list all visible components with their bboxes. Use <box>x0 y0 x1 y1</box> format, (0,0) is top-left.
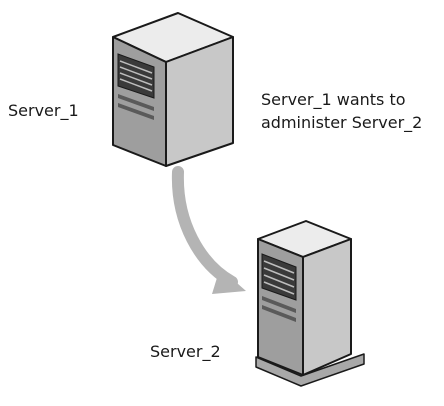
relationship-note-line-1: Server_1 wants to <box>261 90 406 109</box>
server-1-icon <box>112 12 234 167</box>
relationship-note: Server_1 wants to administer Server_2 <box>261 88 422 134</box>
curved-arrow-icon <box>171 166 246 294</box>
server-1-label: Server_1 <box>8 101 79 120</box>
server-2-label: Server_2 <box>150 342 221 361</box>
server-2-icon <box>255 220 365 387</box>
relationship-note-line-2: administer Server_2 <box>261 113 423 132</box>
